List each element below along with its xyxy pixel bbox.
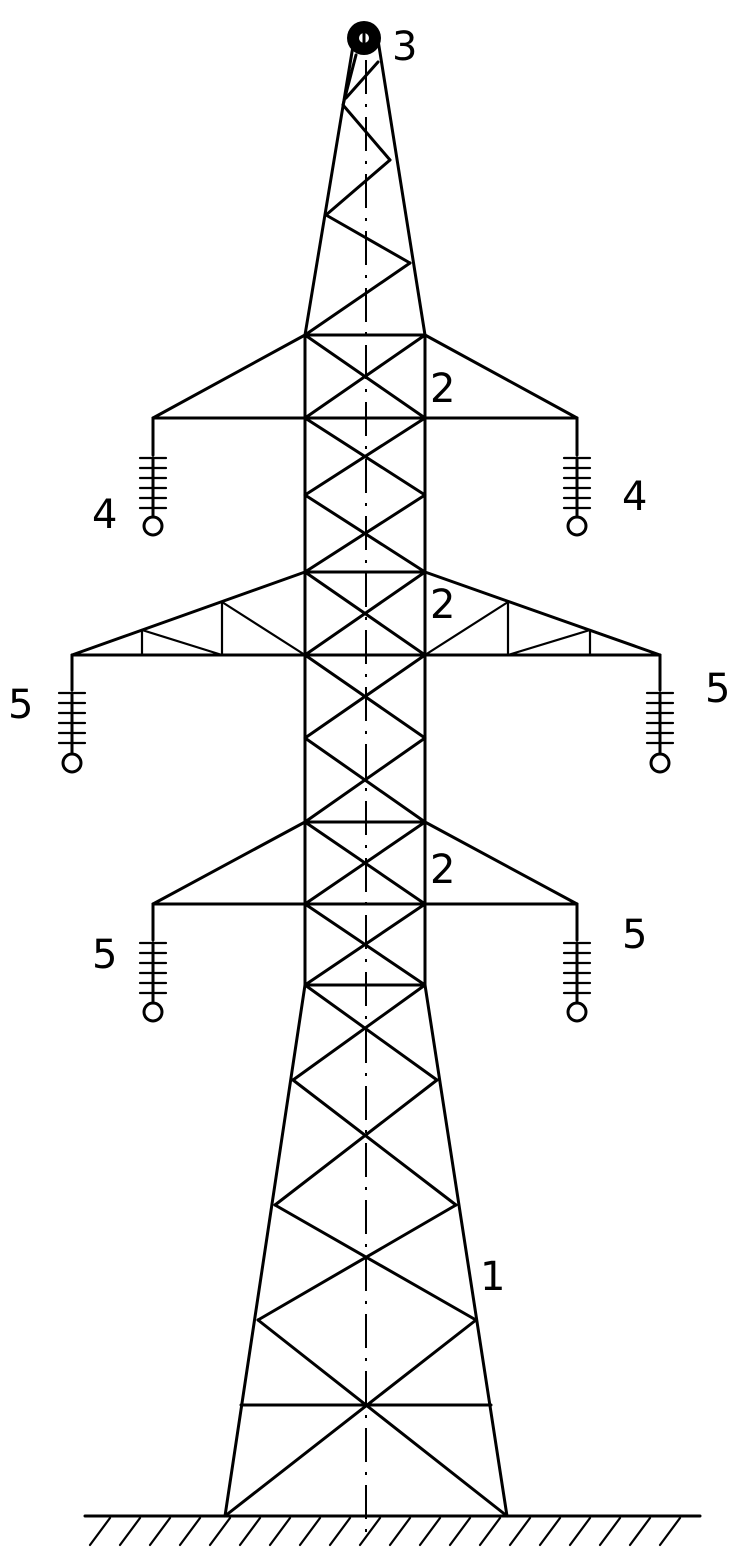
ground-wire	[347, 21, 381, 55]
insulator-top-right	[562, 416, 592, 537]
crossarm-mid	[70, 570, 662, 657]
crossarm-top	[151, 333, 579, 420]
label-crossarm-low: 2	[430, 847, 455, 893]
ground-hatching	[88, 1516, 682, 1547]
label-insulator-low-right: 5	[622, 912, 647, 958]
insulator-low-left	[138, 902, 168, 1023]
ground	[83, 1514, 702, 1547]
label-crossarm-mid: 2	[430, 582, 455, 628]
label-tower: 1	[480, 1254, 505, 1300]
insulator-top-left	[138, 416, 168, 537]
label-insulator-mid-left: 5	[8, 682, 33, 728]
label-ground-wire: 3	[392, 24, 417, 70]
label-crossarm-top: 2	[430, 366, 455, 412]
insulator-mid-right	[645, 653, 675, 774]
label-insulator-top-left: 4	[92, 492, 117, 538]
insulator-mid-left	[57, 653, 87, 774]
crossarm-low	[151, 820, 579, 906]
insulator-low-right	[562, 902, 592, 1023]
label-insulator-top-right: 4	[622, 474, 647, 520]
label-insulator-low-left: 5	[92, 932, 117, 978]
label-insulator-mid-right: 5	[705, 666, 730, 712]
tower-body	[223, 38, 509, 1518]
